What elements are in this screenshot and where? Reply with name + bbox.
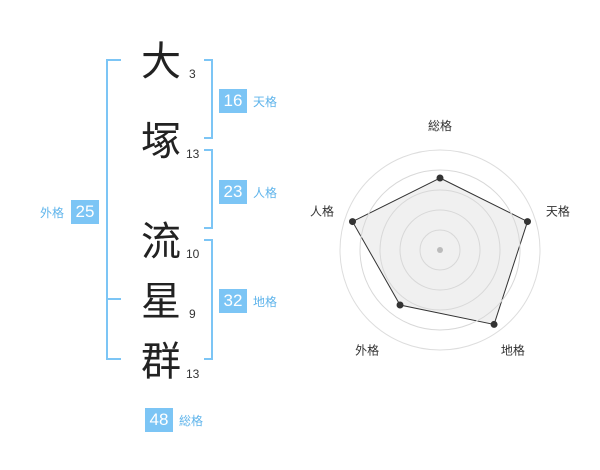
gaikaku-badge: 25 [71, 200, 99, 224]
radar-center-dot [437, 247, 443, 253]
jinkaku-label: 人格 [253, 186, 278, 200]
name-char-2: 塚 [141, 119, 181, 165]
radar-point-1 [436, 174, 444, 182]
stroke-count-5: 13 [186, 367, 200, 381]
stroke-count-4: 9 [189, 307, 196, 321]
name-char-5: 群 [141, 339, 181, 385]
gaikaku-label: 外格 [40, 206, 65, 220]
radar-axis-label-4: 外格 [355, 342, 379, 357]
soukaku-label: 総格 [179, 414, 204, 428]
tenkaku-badge: 16 [219, 89, 247, 113]
radar-grid-ring [379, 189, 501, 311]
radar-point-2 [523, 218, 531, 226]
stroke-count-1: 3 [189, 67, 196, 81]
stroke-count-3: 10 [186, 247, 200, 261]
radar-axis-label-5: 人格 [310, 204, 334, 219]
radar-point-5 [349, 218, 357, 226]
stroke-count-2: 13 [186, 147, 200, 161]
radar-grid-ring [419, 229, 461, 271]
name-char-4: 星 [141, 279, 181, 325]
soukaku-badge: 48 [145, 408, 173, 432]
chikaku-label: 地格 [253, 295, 278, 309]
chikaku-badge: 32 [219, 289, 247, 313]
radar-grid-ring [399, 209, 481, 291]
tenkaku-label: 天格 [253, 95, 278, 109]
radar-point-3 [490, 320, 498, 328]
radar-data [349, 169, 531, 331]
radar-axis-label-2: 天格 [546, 204, 570, 219]
radar-axis-label-3: 地格 [501, 342, 525, 357]
radar-grid-ring [359, 169, 521, 331]
name-char-3: 流 [141, 219, 181, 265]
radar-axis-label-1: 総格 [428, 118, 452, 133]
name-char-1: 大 [141, 39, 181, 85]
jinkaku-badge: 23 [219, 180, 247, 204]
radar-point-4 [396, 301, 404, 309]
